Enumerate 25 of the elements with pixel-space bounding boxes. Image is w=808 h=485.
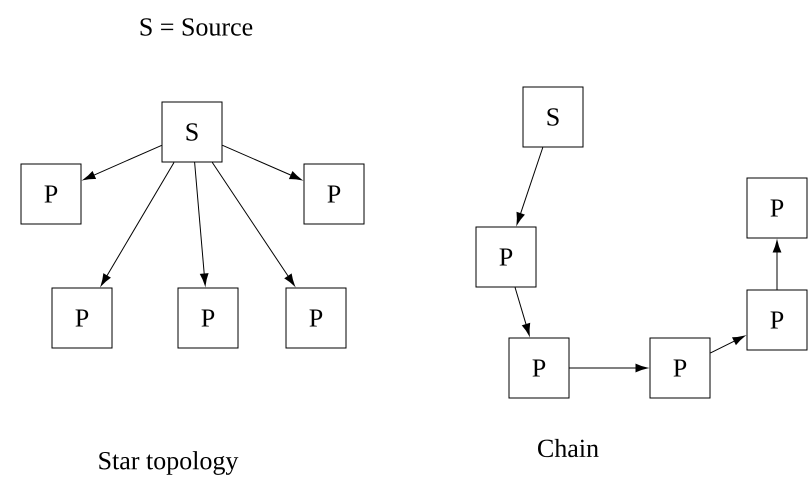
arrow [514, 287, 530, 336]
node-box: P [746, 290, 808, 350]
arrow [194, 162, 208, 286]
arrow [83, 144, 162, 180]
arrow [569, 364, 648, 372]
node-box: P [20, 164, 82, 224]
caption-text: Star topology [99, 451, 238, 475]
arrow [222, 144, 302, 180]
arrow [212, 162, 295, 286]
arrow [710, 336, 745, 354]
caption-text: Chain [538, 438, 599, 458]
arrow [772, 240, 782, 290]
node-box: S [162, 102, 222, 162]
arrow [516, 147, 544, 225]
node-box: P [476, 226, 536, 288]
caption-text: S = Source [140, 18, 252, 36]
node-box: P [178, 288, 238, 348]
node-box: P [52, 288, 112, 348]
arrow [100, 162, 174, 286]
node-box: P [746, 178, 808, 238]
node-box: P [286, 288, 346, 348]
node-box: P [650, 338, 710, 398]
node-box: P [508, 338, 570, 398]
node-box: P [304, 164, 364, 224]
node-box: S [522, 86, 584, 148]
